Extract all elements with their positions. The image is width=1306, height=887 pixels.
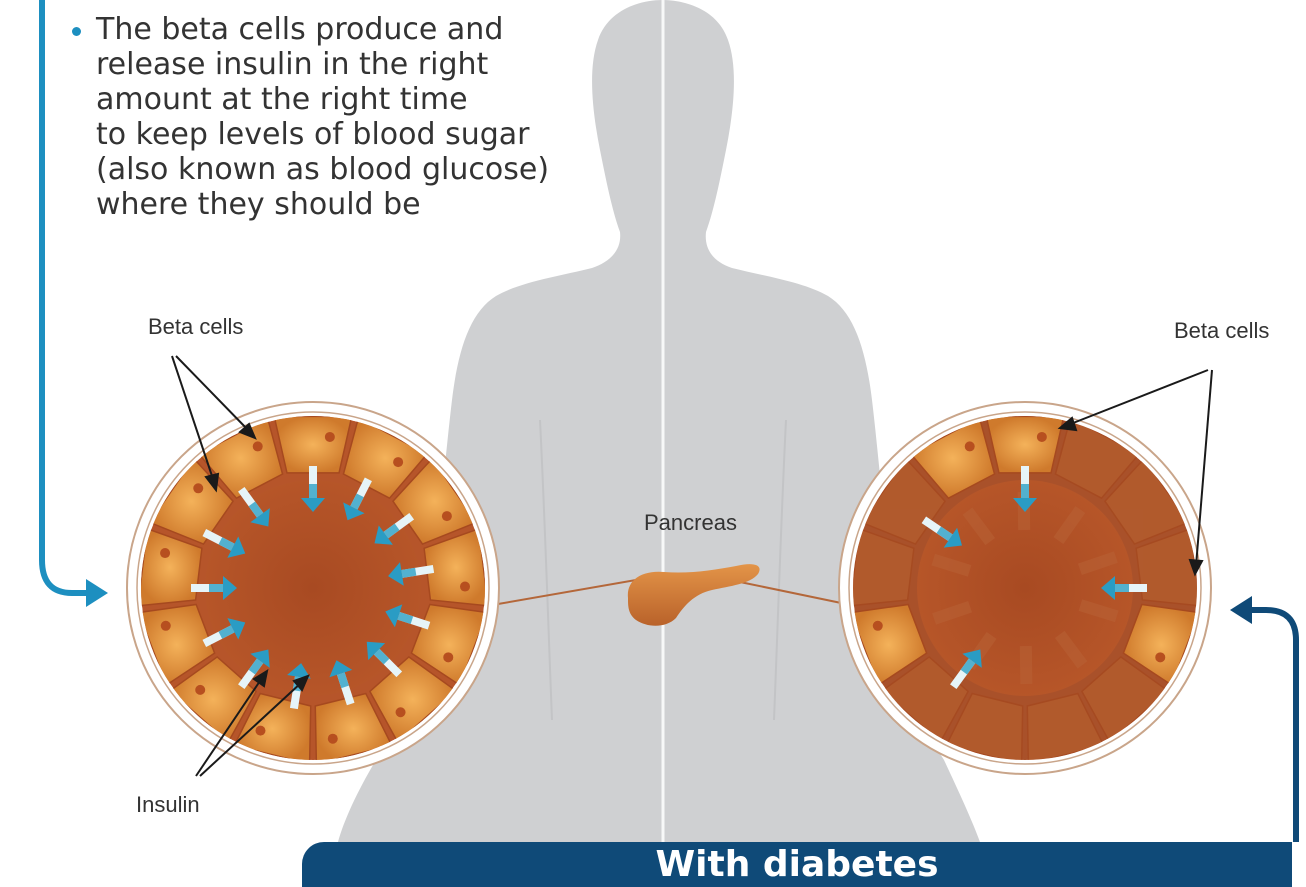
islet-healthy [127,402,499,774]
bullet-dot [72,27,81,36]
cell-nucleus [965,441,975,451]
faded-insulin-mark [1026,646,1027,684]
insulin-arrow-shaft [354,495,360,507]
banner-title: With diabetes [302,844,1292,885]
cell-nucleus [1037,432,1047,442]
label-beta-cells-right: Beta cells [1174,318,1269,344]
cell-nucleus [255,726,265,736]
explanation-line: where they should be [96,187,616,222]
islet-diabetes [839,402,1211,774]
with-diabetes-banner: With diabetes [302,842,1292,887]
explanation-line: release insulin in the right [96,47,616,82]
label-pancreas: Pancreas [644,510,737,536]
cell-nucleus [328,734,338,744]
cell-nucleus [396,707,406,717]
label-beta-cells-left: Beta cells [148,314,243,340]
explanation-line: amount at the right time [96,82,616,117]
insulin-arrow-shaft [341,674,345,687]
cell-nucleus [195,685,205,695]
cell-nucleus [443,652,453,662]
explanation-text: The beta cells produce and release insul… [96,12,616,222]
insulin-arrow-shaft [399,616,412,620]
cell-nucleus [393,457,403,467]
cell-nucleus [873,621,883,631]
cell-nucleus [1155,652,1165,662]
insulin-arrow-shaft [220,541,232,547]
cell-nucleus [460,582,470,592]
explanation-line: to keep levels of blood sugar [96,117,616,152]
insulin-arrow-shaft [220,629,232,635]
insulin-arrow-shaft [402,572,416,574]
label-insulin: Insulin [136,792,200,818]
cell-nucleus [325,432,335,442]
cell-nucleus [160,548,170,558]
explanation-line: The beta cells produce and [96,12,616,47]
beta-cell [986,416,1064,473]
cell-nucleus [193,483,203,493]
cell-nucleus [442,511,452,521]
cell-nucleus [253,441,263,451]
beta-cell [274,416,352,473]
connector-arrow-right [1230,596,1296,842]
explanation-line: (also known as blood glucose) [96,152,616,187]
cell-nucleus [161,621,171,631]
